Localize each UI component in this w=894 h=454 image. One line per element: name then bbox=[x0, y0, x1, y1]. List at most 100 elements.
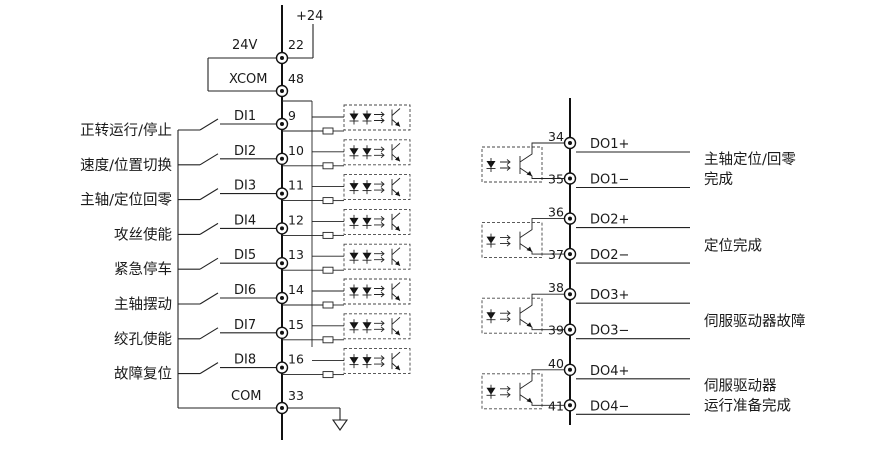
switch-icon bbox=[199, 118, 219, 131]
input-signal-label: DI2 bbox=[234, 144, 256, 159]
output-function-label: 定位完成 bbox=[704, 237, 762, 254]
optocoupler-box bbox=[481, 146, 543, 183]
input-signal-label: DI5 bbox=[234, 248, 256, 263]
light-arrow-icon bbox=[374, 111, 385, 118]
resistor-icon bbox=[322, 266, 334, 274]
input-pin-label: 10 bbox=[288, 143, 304, 158]
output-pin-label: 34 bbox=[548, 129, 564, 144]
optocoupler-box bbox=[343, 104, 411, 131]
input-signal-label: DI6 bbox=[234, 283, 256, 298]
output-pin-label: 38 bbox=[548, 280, 564, 295]
light-arrow-icon bbox=[374, 320, 385, 327]
switch-icon bbox=[199, 327, 219, 340]
output-function-label: 主轴定位/回零 bbox=[704, 151, 796, 168]
light-arrow-icon bbox=[374, 285, 385, 292]
light-arrow-icon bbox=[374, 326, 385, 333]
light-arrow-icon bbox=[374, 152, 385, 159]
input-function-label: 正转运行/停止 bbox=[80, 122, 172, 139]
output-pin-label: 37 bbox=[548, 247, 564, 262]
light-arrow-icon bbox=[374, 256, 385, 263]
terminal-xcom-label: XCOM bbox=[229, 72, 268, 87]
input-pin-label: 15 bbox=[288, 317, 304, 332]
supply-label: +24 bbox=[296, 9, 323, 24]
input-channel: 正转运行/停止 DI1 9 bbox=[80, 104, 411, 139]
input-signal-label: DI1 bbox=[234, 109, 256, 124]
optocoupler-box bbox=[343, 174, 411, 201]
switch-icon bbox=[199, 257, 219, 270]
input-pin-label: 11 bbox=[288, 178, 304, 193]
input-pin-label: 13 bbox=[288, 247, 304, 262]
light-arrow-icon bbox=[500, 240, 511, 247]
light-arrow-icon bbox=[500, 165, 511, 171]
output-function-label: 伺服驱动器故障 bbox=[704, 312, 806, 330]
switch-icon bbox=[199, 362, 219, 375]
input-function-label: 紧急停车 bbox=[114, 261, 172, 278]
output-pin-label: 35 bbox=[548, 172, 564, 187]
input-signal-label: DI3 bbox=[234, 179, 256, 194]
optocoupler-box bbox=[343, 139, 411, 166]
optocoupler-box bbox=[481, 297, 543, 334]
input-function-label: 速度/位置切换 bbox=[80, 157, 172, 174]
output-function-label: 运行准备完成 bbox=[704, 398, 791, 415]
light-arrow-icon bbox=[500, 385, 511, 392]
light-arrow-icon bbox=[374, 146, 385, 153]
light-arrow-icon bbox=[374, 216, 385, 222]
resistor-icon bbox=[322, 197, 334, 205]
output-pin-label: 36 bbox=[548, 205, 564, 220]
resistor-icon bbox=[322, 301, 334, 309]
resistor-icon bbox=[322, 371, 334, 379]
input-signal-label: DI7 bbox=[234, 318, 256, 333]
output-signal-label: DO1+ bbox=[590, 137, 629, 152]
input-signal-label: DI8 bbox=[234, 353, 256, 368]
light-arrow-icon bbox=[374, 355, 385, 361]
digital-outputs: 3435DO1+DO1−主轴定位/回零完成3637DO2+DO2−定位完成383… bbox=[481, 98, 806, 425]
input-signal-label: DI4 bbox=[234, 213, 256, 228]
output-pin-label: 40 bbox=[548, 356, 564, 371]
input-channel: 绞孔使能 DI7 15 bbox=[114, 313, 411, 348]
output-signal-label: DO3− bbox=[590, 324, 629, 339]
resistor-icon bbox=[322, 336, 334, 344]
input-function-label: 主轴摆动 bbox=[114, 296, 172, 313]
input-pin-label: 9 bbox=[288, 108, 296, 123]
terminal-com-pin: 33 bbox=[288, 388, 304, 403]
light-arrow-icon bbox=[374, 181, 385, 187]
output-pin-label: 41 bbox=[548, 398, 564, 413]
terminal-xcom-pin: 48 bbox=[288, 71, 304, 86]
light-arrow-icon bbox=[500, 159, 511, 165]
light-arrow-icon bbox=[374, 187, 385, 193]
output-signal-label: DO1− bbox=[590, 173, 629, 188]
optocoupler-box bbox=[481, 222, 543, 259]
input-function-label: 绞孔使能 bbox=[114, 331, 172, 348]
light-arrow-icon bbox=[374, 117, 385, 124]
input-pin-label: 16 bbox=[288, 352, 304, 367]
light-arrow-icon bbox=[500, 316, 511, 323]
switch-icon bbox=[199, 153, 219, 166]
optocoupler-box bbox=[343, 278, 411, 305]
optocoupler-box bbox=[343, 313, 411, 340]
light-arrow-icon bbox=[500, 391, 511, 398]
input-function-label: 攻丝使能 bbox=[114, 226, 172, 243]
output-function-label: 伺服驱动器 bbox=[704, 378, 777, 395]
input-channel: 速度/位置切换 DI2 10 bbox=[80, 139, 411, 174]
output-signal-label: DO3+ bbox=[590, 288, 629, 303]
optocoupler-box bbox=[343, 208, 411, 235]
output-signal-label: DO2+ bbox=[590, 213, 629, 228]
input-pin-label: 12 bbox=[288, 212, 304, 227]
input-channel: 紧急停车 DI5 13 bbox=[114, 243, 411, 278]
terminal-com-label: COM bbox=[231, 389, 262, 404]
output-signal-label: DO4− bbox=[590, 399, 629, 414]
resistor-icon bbox=[322, 231, 334, 239]
light-arrow-icon bbox=[500, 310, 511, 317]
light-arrow-icon bbox=[500, 234, 511, 241]
ground-icon bbox=[331, 419, 349, 431]
optocoupler-box bbox=[481, 373, 543, 410]
light-arrow-icon bbox=[374, 291, 385, 298]
switch-icon bbox=[199, 292, 219, 305]
